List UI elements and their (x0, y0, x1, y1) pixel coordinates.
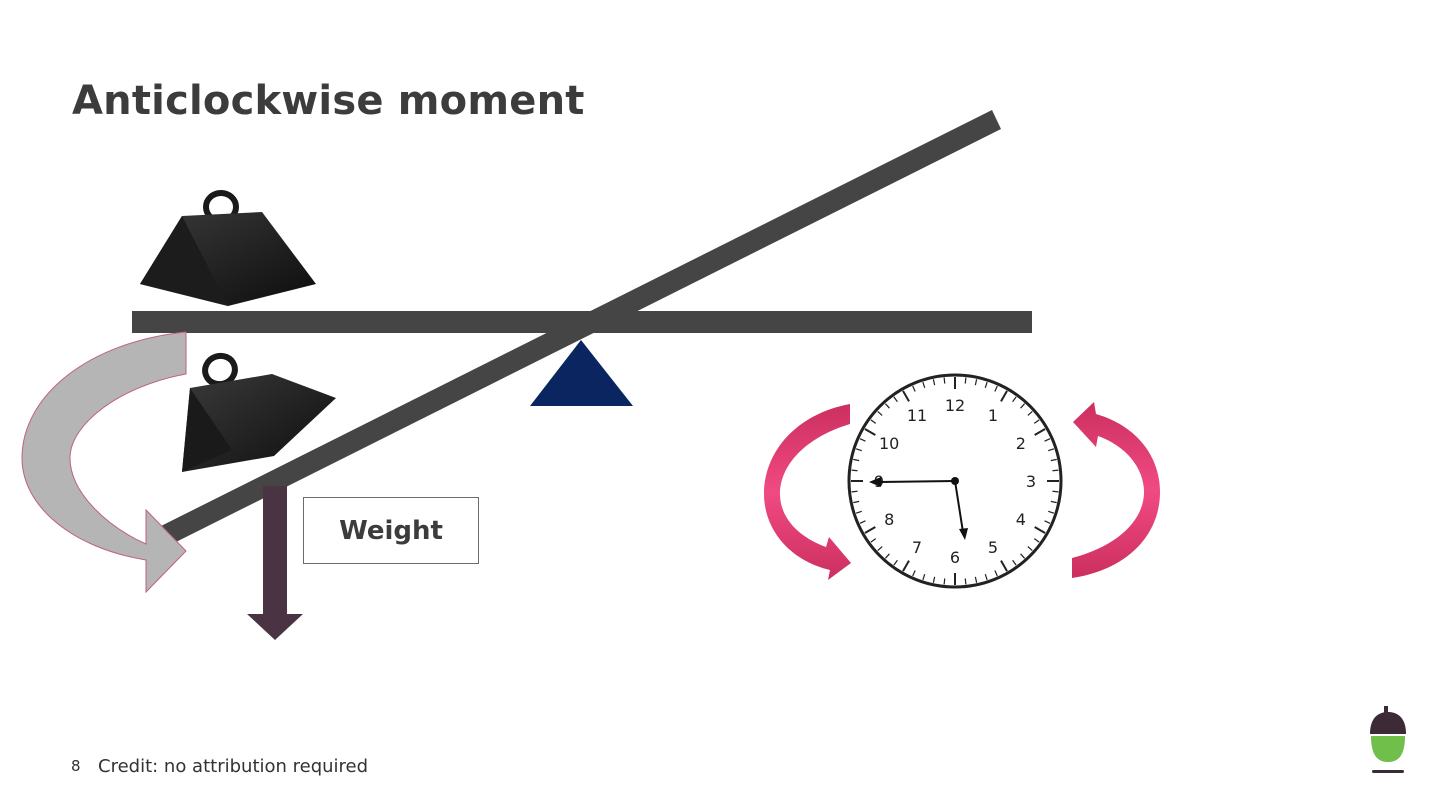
clock-minute-tick (1052, 490, 1059, 493)
weight-arrow (247, 486, 303, 640)
clock-minute-tick (932, 576, 936, 583)
clock-number: 12 (945, 396, 965, 415)
clock-minute-tick (1033, 419, 1040, 424)
fulcrum-triangle (530, 340, 633, 406)
clock-hour-tick (1034, 428, 1046, 436)
clock-minute-tick (859, 438, 866, 442)
clock-minute-tick (1048, 448, 1055, 452)
clock-minute-tick (870, 419, 877, 424)
clock-minute-tick (893, 559, 898, 566)
clock-minute-tick (932, 379, 936, 386)
clock-minute-tick (1012, 396, 1017, 403)
clock-number: 3 (1026, 472, 1036, 491)
clock-minute-tick (994, 385, 998, 392)
clock-minute-tick (877, 410, 883, 416)
clock-minute-tick (912, 385, 916, 392)
clock-minute-tick (1020, 403, 1026, 409)
weight-label-box: Weight (303, 497, 479, 564)
clock-hour-hand-tip (869, 477, 881, 487)
clock-minute-tick (870, 538, 877, 543)
clock-hour-tick (864, 428, 876, 436)
clock-center (951, 477, 959, 485)
clock-minute-tick (851, 490, 858, 493)
clock-minute-tick (1050, 500, 1057, 504)
clock-number: 10 (879, 434, 899, 453)
clock-hour-tick (864, 526, 876, 534)
clock-hour-tick (1000, 560, 1008, 572)
clock-minute-tick (851, 469, 858, 472)
credit-text: Credit: no attribution required (98, 756, 369, 777)
clock-minute-tick (922, 381, 926, 388)
clock-minute-tick (1012, 559, 1017, 566)
clock-minute-tick (1027, 410, 1033, 416)
clock-hour-tick (1034, 526, 1046, 534)
clock-minute-tick (943, 578, 946, 585)
clock-minute-tick (1020, 553, 1026, 559)
clock-minute-tick (884, 403, 890, 409)
slide-title: Anticlockwise moment (72, 78, 585, 124)
clock-minute-tick (1048, 510, 1055, 514)
clock-number: 7 (912, 538, 922, 557)
weight-icon (140, 190, 316, 306)
clock-minute-tick (922, 574, 926, 581)
clock-minute-tick (853, 458, 860, 462)
clock-number: 8 (884, 510, 894, 529)
weight-label: Weight (339, 515, 443, 546)
clock-minute-tick (912, 570, 916, 577)
clock-minute-hand-tip (959, 528, 968, 540)
clock-minute-tick (1033, 538, 1040, 543)
clock-hour-tick (902, 560, 910, 572)
clock-minute-tick (984, 574, 988, 581)
clock-number: 1 (988, 406, 998, 425)
clock-minute-tick (964, 377, 967, 384)
clock-number: 4 (1016, 510, 1026, 529)
clock-hour-tick (1000, 390, 1008, 402)
clock-number: 5 (988, 538, 998, 557)
clock-minute-tick (994, 570, 998, 577)
clock-icon: 121234567891011 (847, 373, 1063, 589)
clock-minute-tick (943, 377, 946, 384)
clock-minute-tick (1052, 469, 1059, 472)
weight-icon (182, 352, 336, 472)
clock-minute-tick (855, 448, 862, 452)
anticlockwise-arrow-right (1072, 402, 1160, 578)
clock-minute-tick (1044, 438, 1051, 442)
clock-minute-tick (1050, 458, 1057, 462)
clock-number: 6 (950, 548, 960, 567)
clock-minute-tick (855, 510, 862, 514)
clock-minute-tick (974, 576, 978, 583)
clock-hour-hand (876, 480, 956, 483)
acorn-logo-icon (1370, 706, 1406, 773)
clock-hour-tick (902, 390, 910, 402)
clock-minute-tick (1044, 520, 1051, 524)
clock-minute-tick (893, 396, 898, 403)
clock-minute-tick (974, 379, 978, 386)
clock-minute-hand (954, 480, 964, 533)
clock-minute-tick (1027, 546, 1033, 552)
anticlockwise-moment-arrow (21, 331, 187, 594)
clock-number: 11 (907, 406, 927, 425)
clock-minute-tick (884, 553, 890, 559)
clock-minute-tick (859, 520, 866, 524)
clock-minute-tick (877, 546, 883, 552)
anticlockwise-arrow-left (764, 404, 851, 580)
clock-minute-tick (984, 381, 988, 388)
clock-minute-tick (853, 500, 860, 504)
page-number: 8 (71, 757, 81, 775)
tilted-beam (161, 110, 1001, 545)
clock-number: 2 (1016, 434, 1026, 453)
clock-minute-tick (964, 578, 967, 585)
